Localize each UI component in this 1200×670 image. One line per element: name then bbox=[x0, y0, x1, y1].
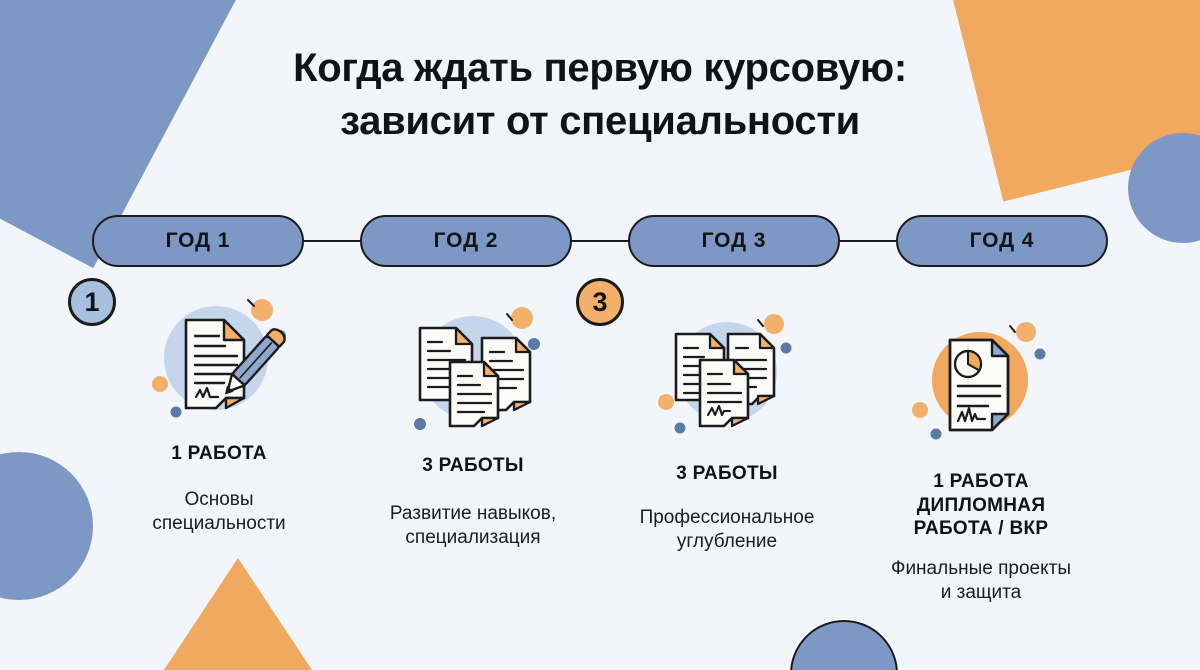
three-documents-icon bbox=[398, 302, 548, 440]
timeline-pill-year-4[interactable]: ГОД 4 bbox=[896, 215, 1108, 267]
column-description-4: Финальные проекты и защита bbox=[891, 557, 1071, 604]
step-badge-3: 3 bbox=[576, 278, 624, 326]
timeline-connector-3 bbox=[840, 240, 896, 242]
three-documents-signed-icon bbox=[652, 310, 802, 448]
work-count-label-1: 1 РАБОТА bbox=[171, 443, 267, 464]
column-year-3: 3 bbox=[576, 278, 854, 606]
timeline: ГОД 1 ГОД 2 ГОД 3 ГОД 4 bbox=[92, 215, 1108, 267]
column-description-2: Развитие навыков, специализация bbox=[389, 502, 557, 549]
column-year-2: 3 РАБОТЫ Развитие навыков, специализация bbox=[346, 278, 600, 606]
column-description-1: Основы специальности bbox=[152, 488, 286, 535]
timeline-pill-year-2[interactable]: ГОД 2 bbox=[360, 215, 572, 267]
step-badge-1: 1 bbox=[68, 278, 116, 326]
page-title-line-2: зависит от специальности bbox=[340, 98, 860, 143]
column-description-3: Профессиональное углубление bbox=[639, 506, 815, 553]
columns-container: 1 bbox=[68, 278, 1108, 606]
page-title: Когда ждать первую курсовую: зависит от … bbox=[0, 42, 1200, 148]
timeline-pill-year-3[interactable]: ГОД 3 bbox=[628, 215, 840, 267]
timeline-connector-1 bbox=[304, 240, 360, 242]
column-year-1: 1 bbox=[68, 278, 346, 606]
diploma-report-chart-icon bbox=[906, 318, 1056, 456]
work-count-label-2: 3 РАБОТЫ bbox=[422, 455, 524, 476]
timeline-connector-2 bbox=[572, 240, 628, 242]
work-count-label-3: 3 РАБОТЫ bbox=[676, 463, 778, 484]
decorative-triangle-bottom-left bbox=[160, 558, 316, 670]
decorative-circle-bottom-center bbox=[790, 620, 898, 670]
timeline-pill-year-1[interactable]: ГОД 1 bbox=[92, 215, 304, 267]
decorative-circle-bottom-left bbox=[0, 452, 93, 600]
work-count-label-4: 1 РАБОТА ДИПЛОМНАЯ РАБОТА / ВКР bbox=[913, 471, 1049, 540]
page-title-line-1: Когда ждать первую курсовую: bbox=[293, 46, 907, 90]
column-year-4: 1 РАБОТА ДИПЛОМНАЯ РАБОТА / ВКР Финальны… bbox=[854, 278, 1108, 606]
document-with-pencil-icon bbox=[144, 288, 294, 426]
